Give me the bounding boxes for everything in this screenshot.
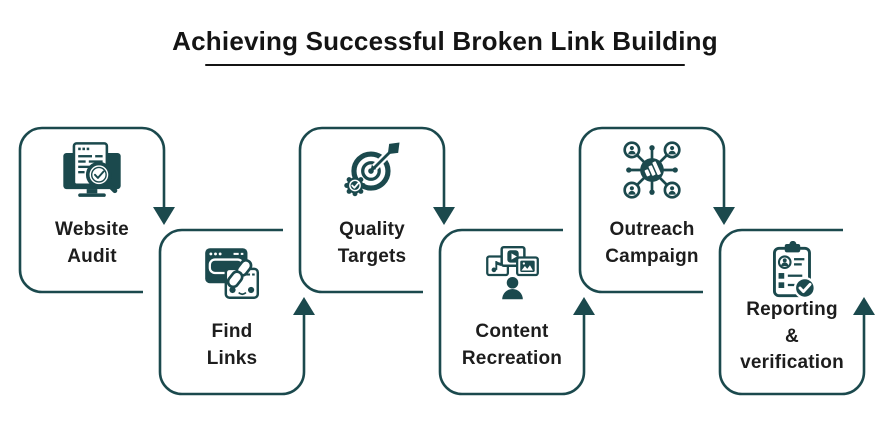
step-box-outreach-campaign: [578, 126, 735, 294]
step-label-find-links: Find Links: [206, 321, 258, 369]
step-label-reporting-verification: Reporting & verification: [740, 299, 844, 373]
arrow-up-2: [293, 297, 315, 315]
browser-chain-link-icon: [205, 248, 260, 299]
monitor-document-magnifier-check-icon: [63, 142, 121, 197]
megaphone-hub: [640, 158, 664, 182]
page-title: Achieving Successful Broken Link Buildin…: [172, 26, 718, 56]
arrow-down-1: [153, 207, 175, 225]
arrow-up-6: [853, 297, 875, 315]
person: [502, 276, 523, 300]
step-label-outreach-campaign: Outreach Campaign: [605, 219, 699, 267]
title-underline: [205, 63, 685, 66]
report-content: [777, 255, 805, 288]
media-cards-person-icon: [486, 245, 539, 300]
check-badge: [344, 174, 366, 197]
target-dart-badge-icon: [344, 142, 400, 197]
step-label-content-recreation: Content Recreation: [461, 321, 563, 369]
step-label-quality-targets: Quality Targets: [337, 219, 407, 267]
arrow-down-3: [433, 207, 455, 225]
step-box-content-recreation: [438, 228, 595, 396]
title-block: Achieving Successful Broken Link Buildin…: [0, 0, 890, 66]
arrow-up-4: [573, 297, 595, 315]
step-box-website-audit: [18, 126, 175, 294]
step-label-website-audit: Website Audit: [55, 219, 129, 267]
step-box-quality-targets: [298, 126, 455, 294]
dart-arrow: [368, 142, 400, 174]
step-box-reporting-verification: [718, 228, 875, 396]
user-nodes: [623, 141, 681, 199]
clipboard-check-icon: [772, 241, 816, 300]
small-nodes: [626, 145, 678, 195]
arrow-down-5: [713, 207, 735, 225]
magnifier-check: [85, 161, 118, 194]
target-rings: [351, 151, 391, 191]
check-badge: [793, 276, 816, 300]
network-megaphone-icon: [623, 141, 681, 199]
image-card: [516, 256, 539, 277]
chain-link: [226, 258, 253, 289]
step-box-find-links: [158, 228, 315, 396]
